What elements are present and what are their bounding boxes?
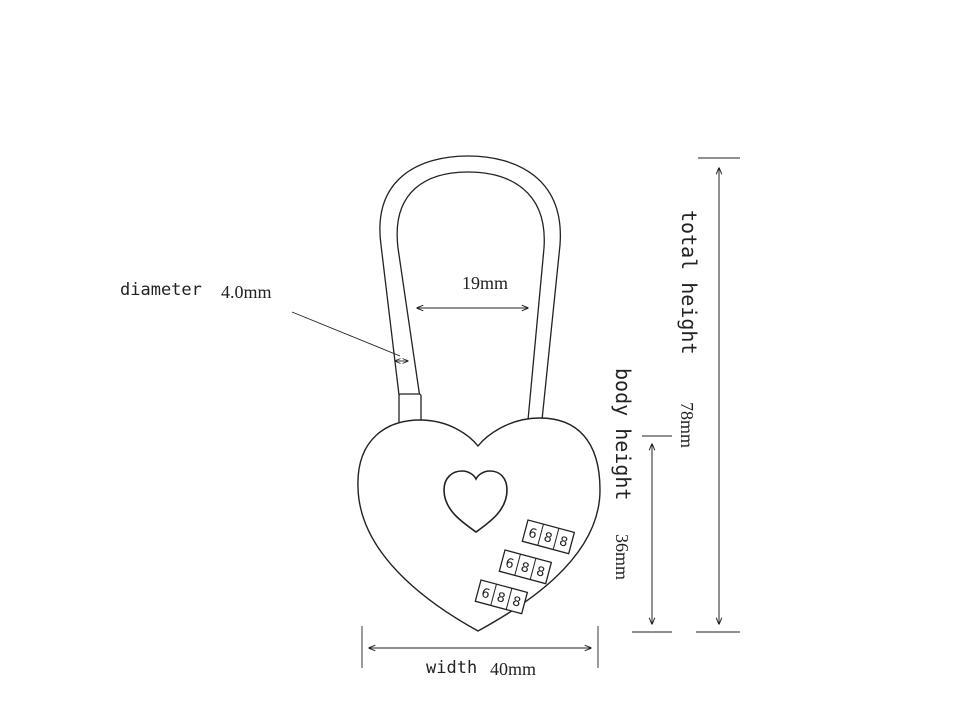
body-height-value: 36mm — [612, 534, 632, 581]
dial-1-digit-3: 8 — [557, 534, 569, 551]
dial-3[interactable]: 6 8 8 — [474, 579, 529, 615]
dial-1[interactable]: 6 8 8 — [521, 519, 576, 555]
body-height-label: body height — [611, 368, 635, 501]
diameter-label: diameter — [120, 280, 202, 300]
total-height-value: 78mm — [677, 402, 697, 449]
dial-3-digit-3: 8 — [510, 594, 522, 611]
shackle-width-label: 19mm — [462, 273, 509, 293]
dial-1-digit-1: 6 — [527, 526, 539, 543]
shackle-inner — [396, 171, 545, 421]
width-label: width — [426, 658, 478, 678]
width-value: 40mm — [490, 659, 537, 679]
diameter-leader-line — [291, 311, 401, 357]
shackle-outer — [379, 155, 561, 421]
dial-1-digit-2: 8 — [542, 530, 554, 547]
diameter-value: 4.0mm — [221, 282, 272, 302]
dial-3-digit-1: 6 — [480, 586, 492, 603]
heart-emblem — [443, 470, 508, 533]
dial-3-digit-2: 8 — [495, 590, 507, 607]
total-height-label: total height — [677, 210, 701, 355]
dial-1-window — [521, 519, 576, 555]
dial-2-digit-3: 8 — [534, 564, 546, 581]
dial-2-window — [498, 549, 553, 585]
dial-2-digit-2: 8 — [519, 560, 531, 577]
dial-3-window — [474, 579, 529, 615]
dial-2[interactable]: 6 8 8 — [498, 549, 553, 585]
dial-2-digit-1: 6 — [504, 556, 516, 573]
